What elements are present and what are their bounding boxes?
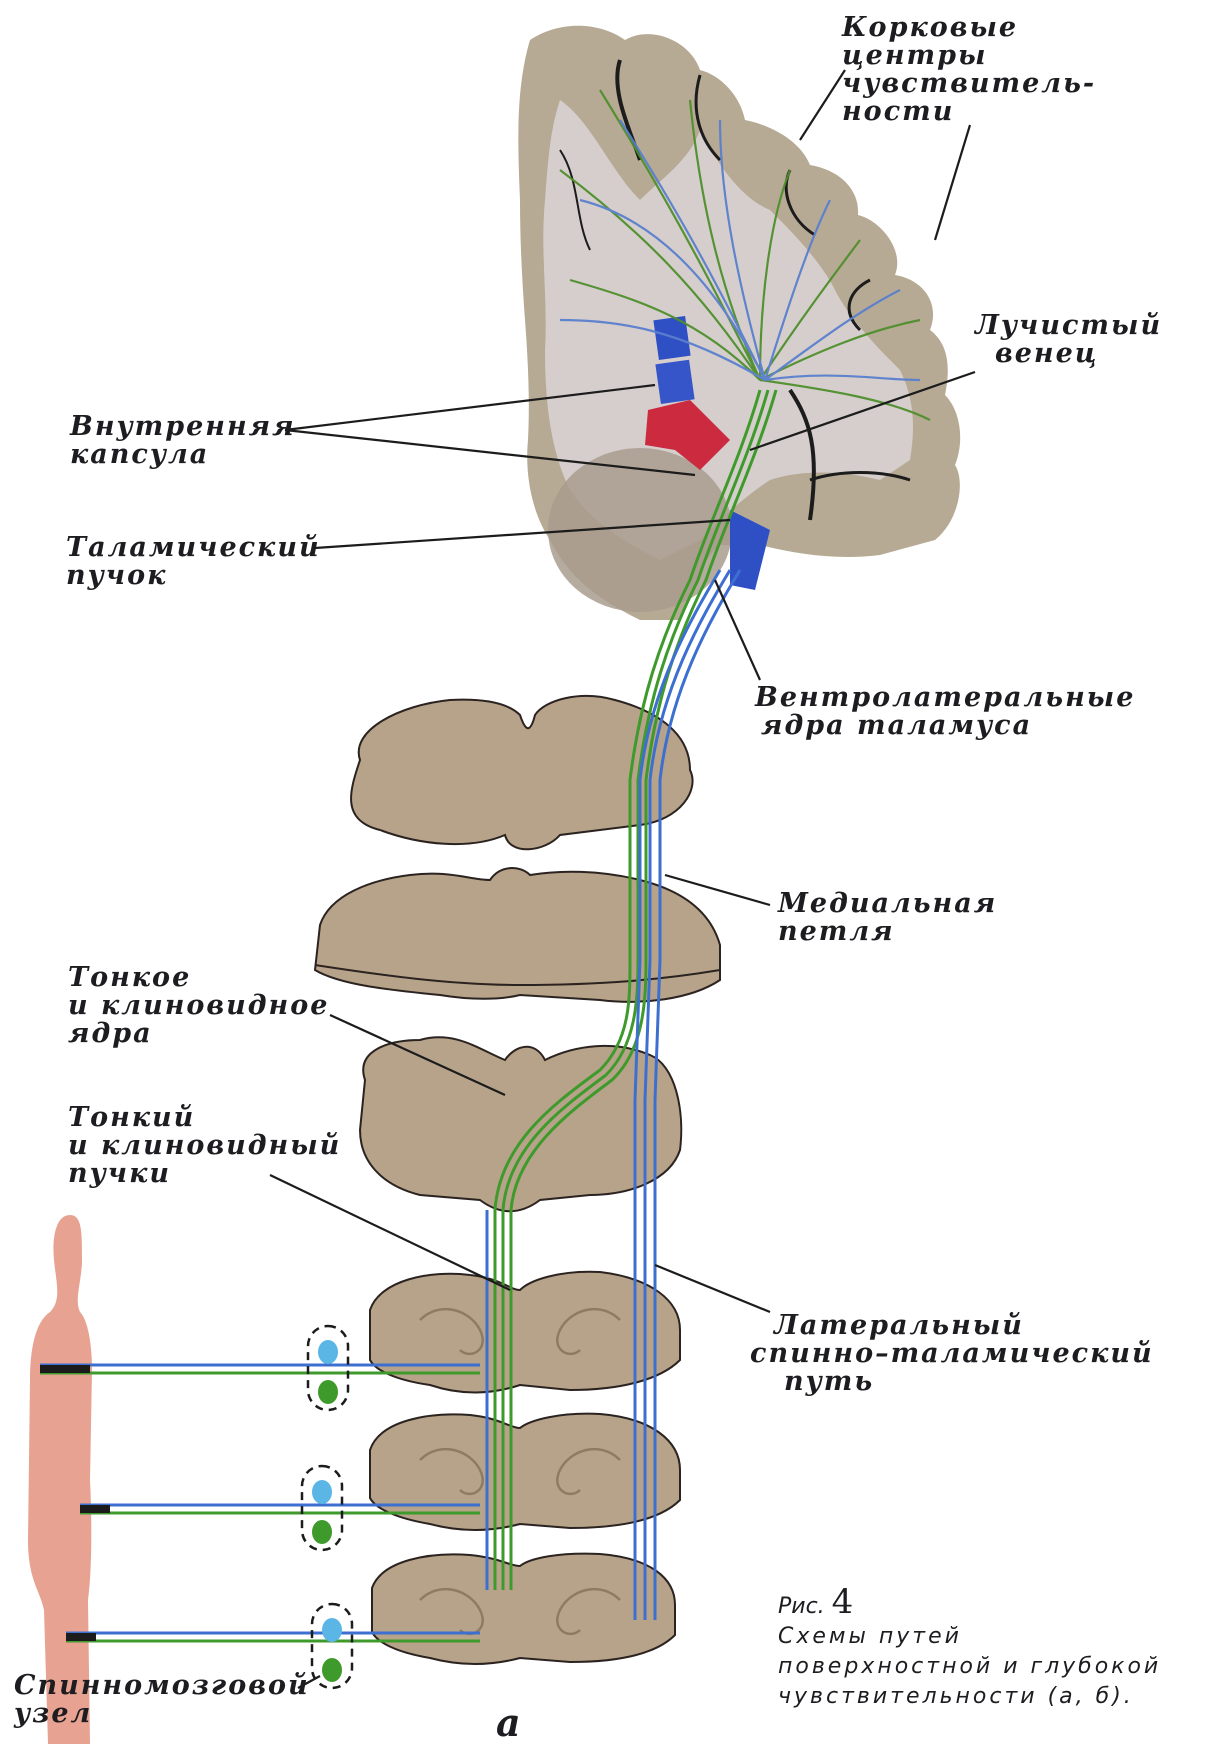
capsule-blue-upper-2 <box>655 360 694 404</box>
label-thalamic-fasciculus: Таламический пучок <box>66 534 321 590</box>
label-internal-capsule: Внутренняя капсула <box>70 413 296 469</box>
label-lateral-spinothalamic: Латеральный спинно–таламический путь <box>750 1312 1154 1396</box>
leader-cortical-2 <box>935 125 970 240</box>
label-corona-radiata: Лучистый венец <box>975 312 1162 368</box>
label-gracile-cuneate-nuclei: Тонкое и клиновидное ядра <box>68 964 329 1048</box>
label-ventrolateral-nuclei: Вентролатеральные ядра таламуса <box>755 684 1135 740</box>
figure-number-line: Рис. 4 <box>778 1582 1161 1622</box>
spinal-ganglion-3 <box>312 1604 352 1688</box>
label-spinal-ganglion: Спинномозговой узел <box>14 1672 310 1728</box>
human-body-figure <box>28 1215 92 1744</box>
label-cortical-centers: Корковые центры чувствитель- ности <box>842 14 1096 126</box>
spinal-segment-3 <box>372 1554 675 1664</box>
medulla-section-caudal <box>360 1037 681 1211</box>
figure-caption: Рис. 4 Схемы путей поверхностной и глубо… <box>778 1582 1161 1712</box>
label-gracile-cuneate-fasciculi: Тонкий и клиновидный пучки <box>68 1104 341 1188</box>
panel-letter: а <box>496 1700 521 1745</box>
leader-cortical-1 <box>800 70 845 140</box>
spinal-ganglion-1 <box>308 1326 348 1410</box>
label-medial-lemniscus: Медиальная петля <box>778 890 997 946</box>
leader-ventrolateral <box>715 580 760 680</box>
spinal-ganglion-2 <box>302 1466 342 1550</box>
